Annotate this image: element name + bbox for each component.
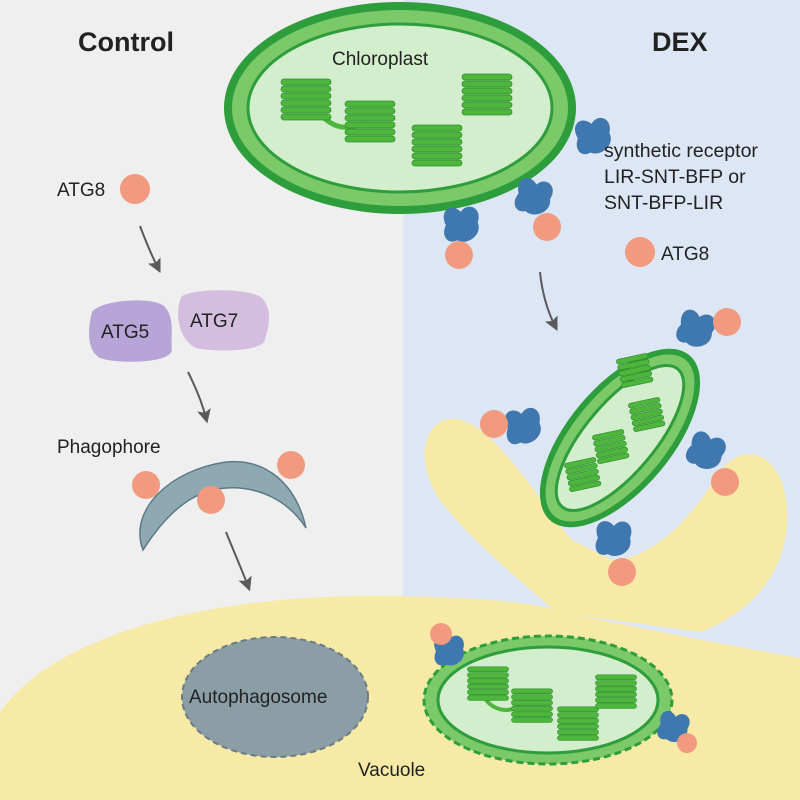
atg8-top-middle bbox=[533, 213, 561, 241]
atg8-legend-right bbox=[625, 237, 655, 267]
receptor-label-line3: SNT-BFP-LIR bbox=[604, 192, 723, 214]
atg8-vacuole-left bbox=[430, 623, 452, 645]
atg8-top-left bbox=[445, 241, 473, 269]
receptor-label-line1: synthetic receptor bbox=[604, 140, 758, 162]
atg8-label-left: ATG8 bbox=[57, 180, 105, 201]
control-header: Control bbox=[78, 27, 174, 57]
atg8-tilted-top bbox=[713, 308, 741, 336]
chloroplast-vacuole bbox=[422, 634, 674, 766]
dex-arrow bbox=[539, 271, 558, 332]
atg8-phagophore-left bbox=[132, 471, 160, 499]
atg5-label: ATG5 bbox=[101, 322, 149, 343]
atg8-legend-left bbox=[120, 174, 150, 204]
vacuole-protrusion bbox=[424, 418, 788, 632]
atg8-tilted-bottom bbox=[608, 558, 636, 586]
autophagosome bbox=[181, 636, 369, 758]
receptor-label-line2: LIR-SNT-BFP or bbox=[604, 166, 746, 188]
atg8-vacuole-right bbox=[677, 733, 697, 753]
atg7-blob bbox=[178, 290, 270, 351]
control-arrow-1 bbox=[139, 225, 161, 274]
dex-header: DEX bbox=[652, 27, 708, 57]
atg8-label-right: ATG8 bbox=[661, 244, 709, 265]
atg7-label: ATG7 bbox=[190, 311, 238, 332]
autophagosome-label: Autophagosome bbox=[189, 687, 327, 708]
control-arrow-2 bbox=[187, 371, 211, 424]
chloroplast-label: Chloroplast bbox=[332, 49, 429, 70]
control-arrow-3 bbox=[225, 531, 252, 592]
atg8-tilted-left bbox=[480, 410, 508, 438]
phagophore-label: Phagophore bbox=[57, 437, 161, 458]
atg8-tilted-right bbox=[711, 468, 739, 496]
atg5-blob bbox=[89, 300, 172, 362]
atg8-phagophore-middle bbox=[197, 486, 225, 514]
chloroplast-top bbox=[224, 2, 576, 214]
receptor-tilted-bottom bbox=[595, 521, 632, 557]
atg8-phagophore-right bbox=[277, 451, 305, 479]
vacuole-label: Vacuole bbox=[358, 760, 425, 781]
